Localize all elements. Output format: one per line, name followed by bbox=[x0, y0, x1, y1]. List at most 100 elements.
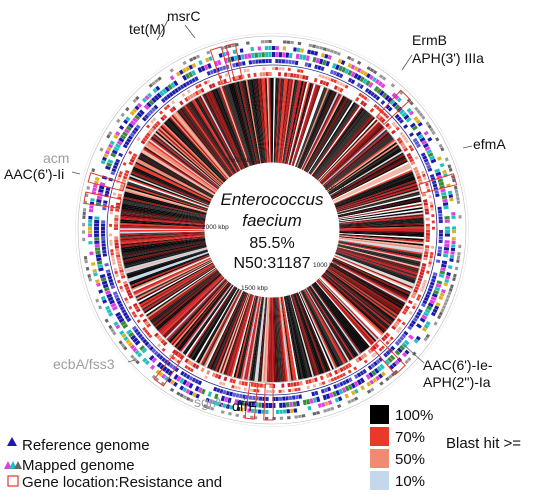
track-segment-2 bbox=[146, 111, 152, 117]
gene-label-efm-a: efmA bbox=[473, 136, 506, 152]
track-segment-1 bbox=[112, 261, 116, 265]
track-segment-4 bbox=[119, 330, 125, 336]
track-segment-0 bbox=[281, 72, 285, 77]
track-segment-4 bbox=[88, 247, 94, 252]
blast-segment bbox=[236, 294, 258, 379]
track-segment-0 bbox=[226, 377, 231, 383]
track-segment-2 bbox=[139, 119, 145, 125]
track-segment-3 bbox=[305, 55, 310, 61]
track-segment-1 bbox=[154, 341, 159, 346]
track-segment-3 bbox=[128, 331, 135, 338]
track-segment-4 bbox=[417, 121, 423, 127]
blast-segment bbox=[337, 224, 424, 229]
track-segment-0 bbox=[265, 72, 269, 77]
track-segment-1 bbox=[429, 201, 433, 205]
track-segment-3 bbox=[332, 391, 337, 397]
track-segment-2 bbox=[417, 308, 423, 314]
track-segment-3 bbox=[94, 212, 100, 217]
track-segment-4 bbox=[161, 373, 167, 379]
track-segment-1 bbox=[344, 371, 349, 376]
track-segment-0 bbox=[422, 260, 427, 264]
track-segment-3 bbox=[102, 172, 109, 177]
track-segment-1 bbox=[373, 351, 378, 356]
track-segment-0 bbox=[142, 318, 148, 323]
track-segment-3 bbox=[322, 59, 327, 66]
track-segment-3 bbox=[412, 328, 419, 335]
blast-segment bbox=[123, 194, 208, 216]
track-segment-0 bbox=[146, 132, 151, 138]
track-segment-5 bbox=[101, 144, 106, 149]
track-segment-3 bbox=[288, 52, 293, 59]
track-segment-4 bbox=[286, 409, 291, 414]
blast-segment bbox=[337, 203, 422, 220]
track-segment-5 bbox=[140, 365, 146, 370]
track-segment-0 bbox=[259, 72, 263, 77]
track-segment-5 bbox=[421, 339, 426, 345]
blast-segment bbox=[197, 96, 241, 173]
blast-segment bbox=[319, 124, 383, 185]
track-segment-3 bbox=[443, 246, 450, 251]
track-segment-2 bbox=[344, 76, 350, 82]
track-segment-1 bbox=[420, 170, 425, 175]
track-segment-1 bbox=[212, 77, 217, 82]
track-segment-5 bbox=[401, 93, 407, 98]
track-segment-2 bbox=[265, 396, 269, 401]
track-segment-1 bbox=[195, 84, 200, 89]
inner-ring-edge bbox=[204, 162, 340, 298]
blast-segment bbox=[124, 245, 208, 267]
track-segment-3 bbox=[224, 396, 229, 403]
blast-segment bbox=[336, 196, 421, 217]
track-segment-0 bbox=[122, 280, 128, 285]
track-segment-0 bbox=[394, 134, 400, 140]
track-segment-0 bbox=[425, 226, 430, 230]
track-segment-2 bbox=[429, 173, 435, 179]
blast-segment bbox=[121, 238, 207, 252]
track-segment-4 bbox=[268, 46, 272, 51]
track-segment-5 bbox=[448, 287, 453, 292]
track-segment-3 bbox=[106, 293, 113, 299]
track-segment-4 bbox=[198, 60, 203, 66]
track-segment-3 bbox=[108, 155, 115, 161]
blast-segment bbox=[119, 229, 206, 232]
blast-segment bbox=[249, 79, 263, 165]
blast-segment bbox=[313, 111, 369, 179]
track-segment-4 bbox=[350, 64, 356, 70]
track-segment-1 bbox=[417, 161, 422, 166]
track-segment-2 bbox=[171, 365, 177, 371]
blast-segment bbox=[330, 258, 409, 299]
legend-level-50: 50% bbox=[395, 451, 425, 468]
track-segment-0 bbox=[330, 84, 336, 89]
blast-segment bbox=[120, 221, 207, 227]
track-segment-4 bbox=[360, 385, 366, 391]
track-segment-5 bbox=[157, 76, 162, 81]
track-segment-4 bbox=[310, 405, 315, 410]
track-segment-2 bbox=[140, 336, 146, 342]
track-segment-1 bbox=[116, 276, 120, 281]
track-segment-1 bbox=[425, 182, 429, 187]
blast-segment bbox=[336, 201, 422, 219]
track-segment-3 bbox=[159, 90, 165, 97]
track-segment-2 bbox=[177, 369, 182, 375]
track-segment-4 bbox=[94, 275, 99, 280]
track-segment-2 bbox=[191, 377, 197, 383]
track-segment-4 bbox=[90, 258, 95, 263]
track-segment-1 bbox=[353, 366, 358, 371]
track-segment-4 bbox=[108, 143, 114, 149]
track-segment-2 bbox=[182, 372, 188, 378]
blast-segment bbox=[304, 97, 349, 173]
track-segment-3 bbox=[197, 387, 203, 394]
blast-segment bbox=[122, 241, 208, 259]
track-segment-1 bbox=[309, 71, 313, 76]
track-segment-4 bbox=[357, 387, 362, 393]
track-segment-0 bbox=[152, 330, 157, 335]
blast-segment bbox=[250, 295, 264, 381]
track-segment-0 bbox=[407, 155, 413, 160]
blast-segment bbox=[256, 295, 266, 382]
track-segment-4 bbox=[391, 362, 397, 368]
track-segment-0 bbox=[172, 349, 177, 355]
leader-msr-c bbox=[184, 24, 196, 39]
blast-segment bbox=[306, 101, 355, 175]
track-segment-1 bbox=[163, 349, 169, 354]
track-segment-0 bbox=[314, 377, 318, 382]
track-segment-5 bbox=[104, 137, 109, 142]
